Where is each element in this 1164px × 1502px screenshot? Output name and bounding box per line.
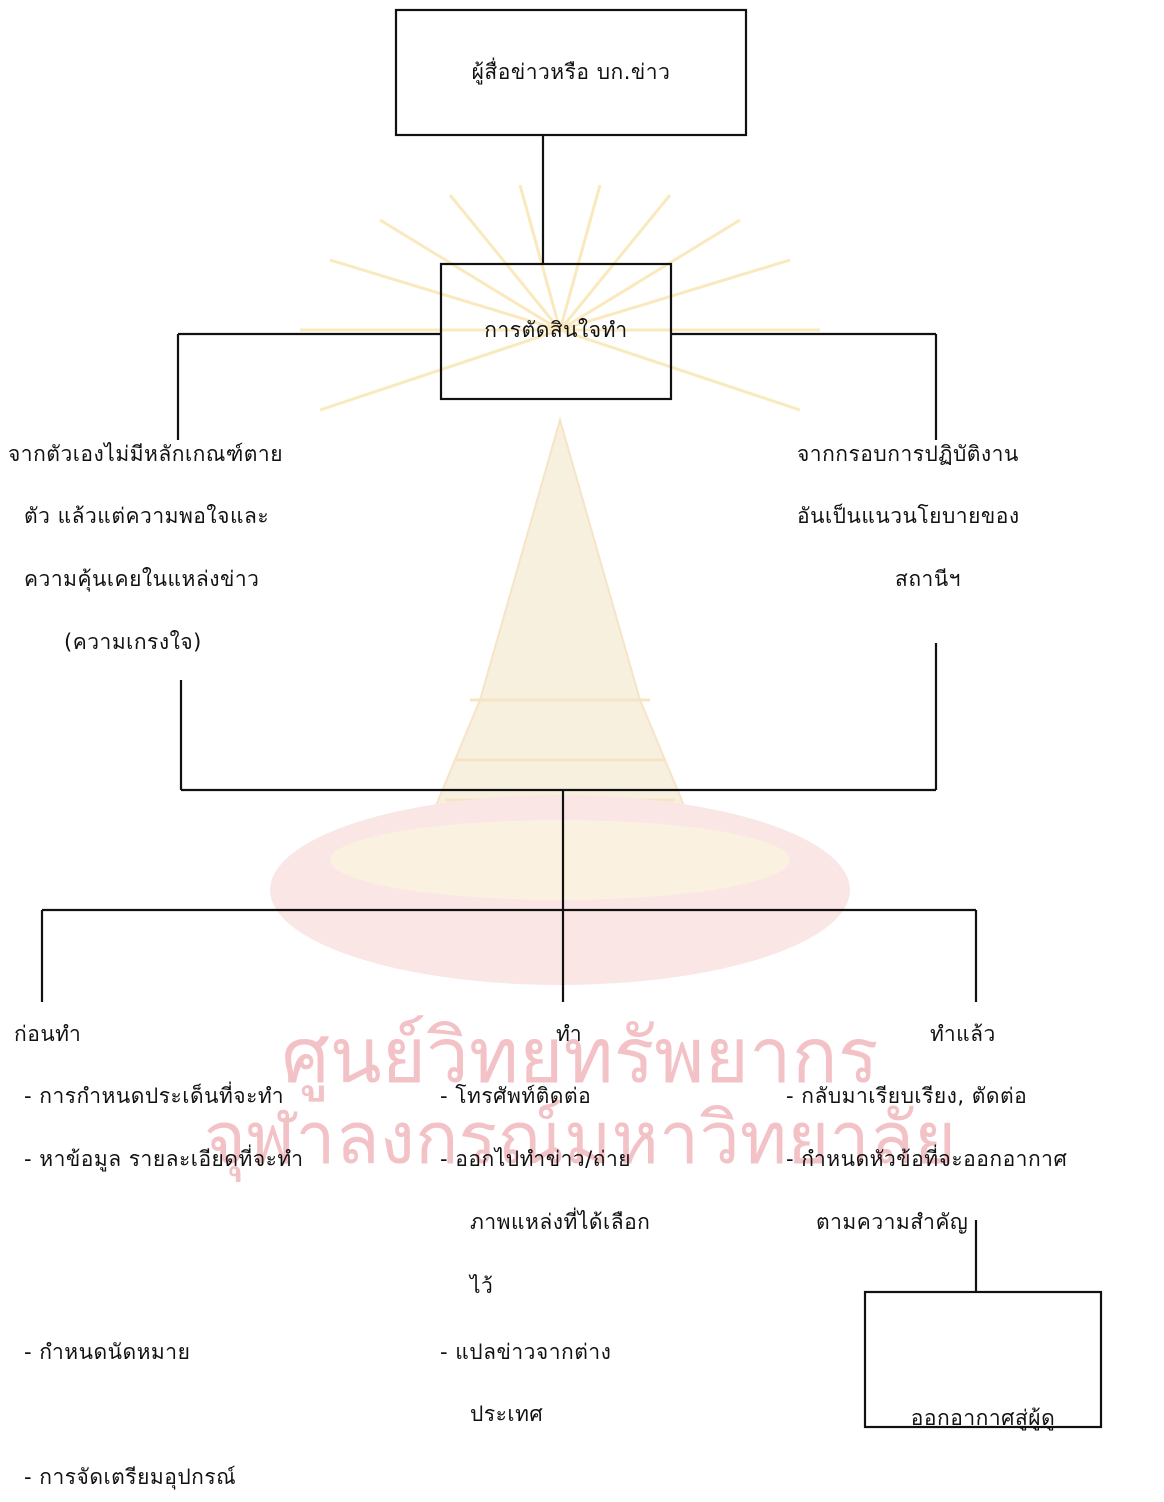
top-box-border — [394, 8, 748, 137]
right-branch-line-1: จากกรอบการปฏิบัติงาน — [797, 442, 1019, 466]
left-branch-line-2: ตัว แล้วแต่ความพอใจและ — [24, 504, 270, 528]
watermark-line-2: จุฬาลงกรณ์มหาวิทยาลัย — [203, 1096, 957, 1180]
right-branch-line-2: อันเป็นแนวนโยบายของ — [797, 504, 1020, 528]
done-heading: ทำแล้ว — [930, 1022, 996, 1046]
final-box-label: ออกอากาศสู่ผู้ดู — [910, 1406, 1056, 1430]
watermark-line-1: ศูนย์วิทยทรัพยากร — [281, 1011, 879, 1100]
decision-box-border — [439, 262, 673, 401]
before-item-4: - การจัดเตรียมอุปกรณ์ — [24, 1465, 237, 1489]
doing-item-2: - ออกไปทำข่าว/ถ่าย — [440, 1147, 632, 1171]
left-branch-line-1: จากตัวเองไม่มีหลักเกณฑ์ตาย — [8, 442, 283, 466]
left-branch-line-3: ความคุ้นเคยในแหล่งข่าว — [24, 567, 260, 591]
doing-item-2-cont-1: ภาพแหล่งที่ได้เลือก — [470, 1210, 651, 1234]
left-branch-line-4: (ความเกรงใจ) — [64, 630, 202, 654]
before-heading: ก่อนทำ — [14, 1022, 82, 1046]
done-item-2: - กำหนดหัวข้อที่จะออกอากาศ — [786, 1147, 1068, 1171]
decision-box-label: การตัดสินใจทำ — [484, 318, 628, 342]
doing-item-2-cont-2: ไว้ — [470, 1274, 494, 1298]
doing-item-3: - แปลข่าวจากต่าง — [440, 1340, 612, 1364]
top-box-label: ผู้สื่อข่าวหรือ บก.ข่าว — [471, 60, 671, 84]
doing-heading: ทำ — [556, 1022, 583, 1046]
before-item-2: - หาข้อมูล รายละเอียดที่จะทำ — [24, 1147, 304, 1171]
final-box-border — [863, 1290, 1103, 1429]
before-item-3: - กำหนดนัดหมาย — [24, 1340, 191, 1364]
watermark-text: ศูนย์วิทยทรัพยากร จุฬาลงกรณ์มหาวิทยาลัย — [150, 1011, 1010, 1180]
done-item-1: - กลับมาเรียบเรียง, ตัดต่อ — [786, 1084, 1028, 1108]
done-item-2-cont: ตามความสำคัญ — [816, 1210, 969, 1234]
doing-item-3-cont: ประเทศ — [470, 1402, 544, 1426]
right-branch-line-3: สถานีฯ — [895, 567, 961, 591]
before-item-1: - การกำหนดประเด็นที่จะทำ — [24, 1084, 285, 1108]
doing-item-1: - โทรศัพท์ติดต่อ — [440, 1084, 592, 1108]
